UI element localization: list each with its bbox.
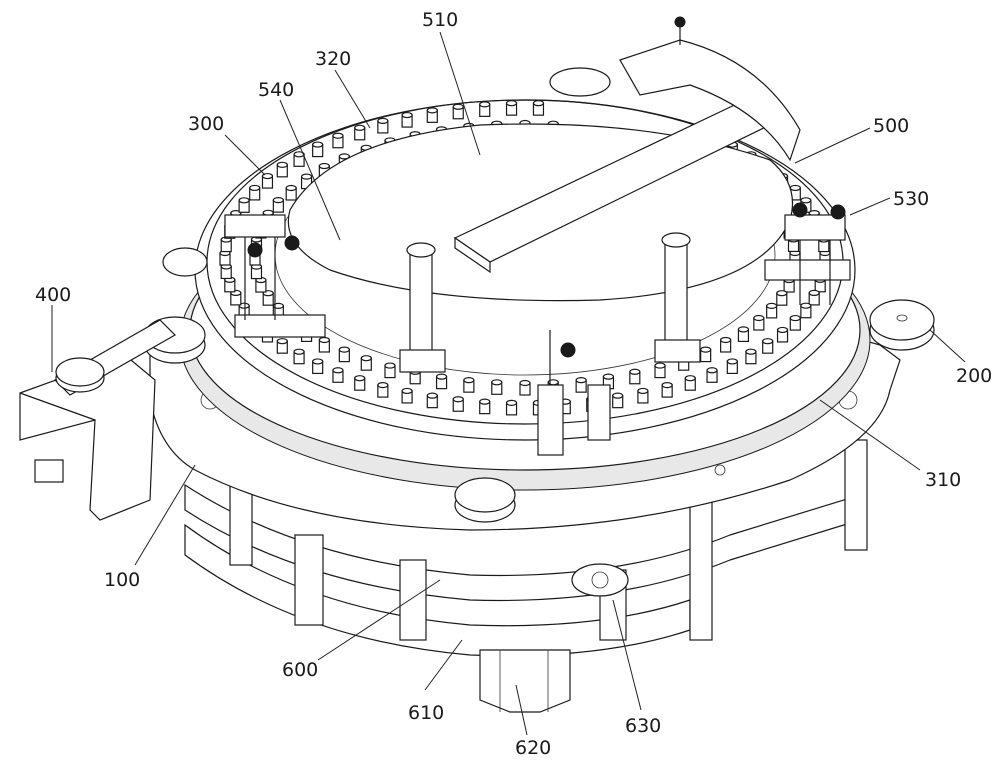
socket xyxy=(293,348,305,365)
socket xyxy=(262,290,274,306)
socket xyxy=(654,362,666,379)
socket xyxy=(629,368,641,385)
socket xyxy=(684,375,696,391)
socket xyxy=(505,399,518,416)
beam-510 xyxy=(453,67,782,274)
socket xyxy=(762,338,774,354)
label-300: 300 xyxy=(188,113,224,135)
socket xyxy=(338,346,350,363)
label-510: 510 xyxy=(422,9,458,31)
socket xyxy=(276,338,288,354)
socket xyxy=(602,373,615,390)
socket xyxy=(505,100,518,116)
socket xyxy=(285,184,297,201)
gripper-530 xyxy=(764,202,851,305)
socket xyxy=(661,381,673,398)
socket xyxy=(726,358,738,375)
label-100: 100 xyxy=(104,569,140,591)
socket xyxy=(276,161,288,178)
label-530: 530 xyxy=(893,188,929,210)
label-620: 620 xyxy=(515,737,551,759)
label-540: 540 xyxy=(258,79,294,101)
socket xyxy=(808,289,820,306)
socket xyxy=(224,276,236,293)
bottom-plate-610 xyxy=(184,523,691,713)
label-400: 400 xyxy=(35,284,71,306)
motor-bracket-400 xyxy=(19,319,176,521)
socket xyxy=(238,197,250,213)
socket xyxy=(255,276,267,293)
socket xyxy=(491,379,503,395)
socket xyxy=(250,263,263,280)
socket xyxy=(766,302,778,319)
socket xyxy=(230,289,242,306)
socket xyxy=(706,367,718,383)
socket xyxy=(377,117,389,134)
pulley-200 xyxy=(869,299,935,351)
socket xyxy=(612,392,624,409)
label-200: 200 xyxy=(956,365,992,387)
top-arm-500 xyxy=(619,16,801,162)
socket xyxy=(745,348,757,365)
socket xyxy=(312,358,324,375)
left-gripper xyxy=(224,214,326,338)
socket xyxy=(452,103,464,120)
socket xyxy=(435,373,448,390)
socket xyxy=(354,124,366,141)
label-600: 600 xyxy=(282,659,318,681)
socket xyxy=(479,398,491,415)
socket xyxy=(219,249,231,266)
label-610: 610 xyxy=(408,702,444,724)
socket xyxy=(220,263,232,280)
socket xyxy=(776,290,788,306)
socket xyxy=(238,302,250,319)
socket xyxy=(737,326,750,343)
socket xyxy=(249,184,261,201)
socket xyxy=(318,336,330,353)
socket xyxy=(452,396,464,412)
socket xyxy=(261,172,274,189)
socket xyxy=(789,314,801,331)
socket xyxy=(360,355,372,371)
label-630: 630 xyxy=(625,715,661,737)
socket xyxy=(776,326,789,343)
socket xyxy=(519,379,531,396)
socket xyxy=(384,362,396,379)
socket xyxy=(332,367,344,383)
socket xyxy=(220,236,232,253)
socket xyxy=(272,197,284,213)
socket xyxy=(637,387,649,404)
support-columns xyxy=(229,439,868,641)
socket xyxy=(401,111,413,128)
label-310: 310 xyxy=(925,469,961,491)
label-320: 320 xyxy=(315,48,351,70)
socket xyxy=(426,107,438,123)
leader-lines xyxy=(51,31,966,736)
socket xyxy=(401,387,413,404)
socket xyxy=(354,375,366,391)
socket xyxy=(463,377,475,393)
socket xyxy=(426,392,438,409)
front-gripper xyxy=(537,330,611,456)
socket xyxy=(753,314,765,331)
socket xyxy=(800,302,812,319)
socket xyxy=(700,346,712,363)
socket xyxy=(479,101,491,117)
socket xyxy=(532,100,545,116)
socket xyxy=(377,381,389,398)
socket xyxy=(293,151,305,167)
label-500: 500 xyxy=(873,115,909,137)
socket xyxy=(312,141,324,158)
socket xyxy=(720,336,732,353)
socket xyxy=(575,377,587,393)
socket xyxy=(332,132,344,149)
